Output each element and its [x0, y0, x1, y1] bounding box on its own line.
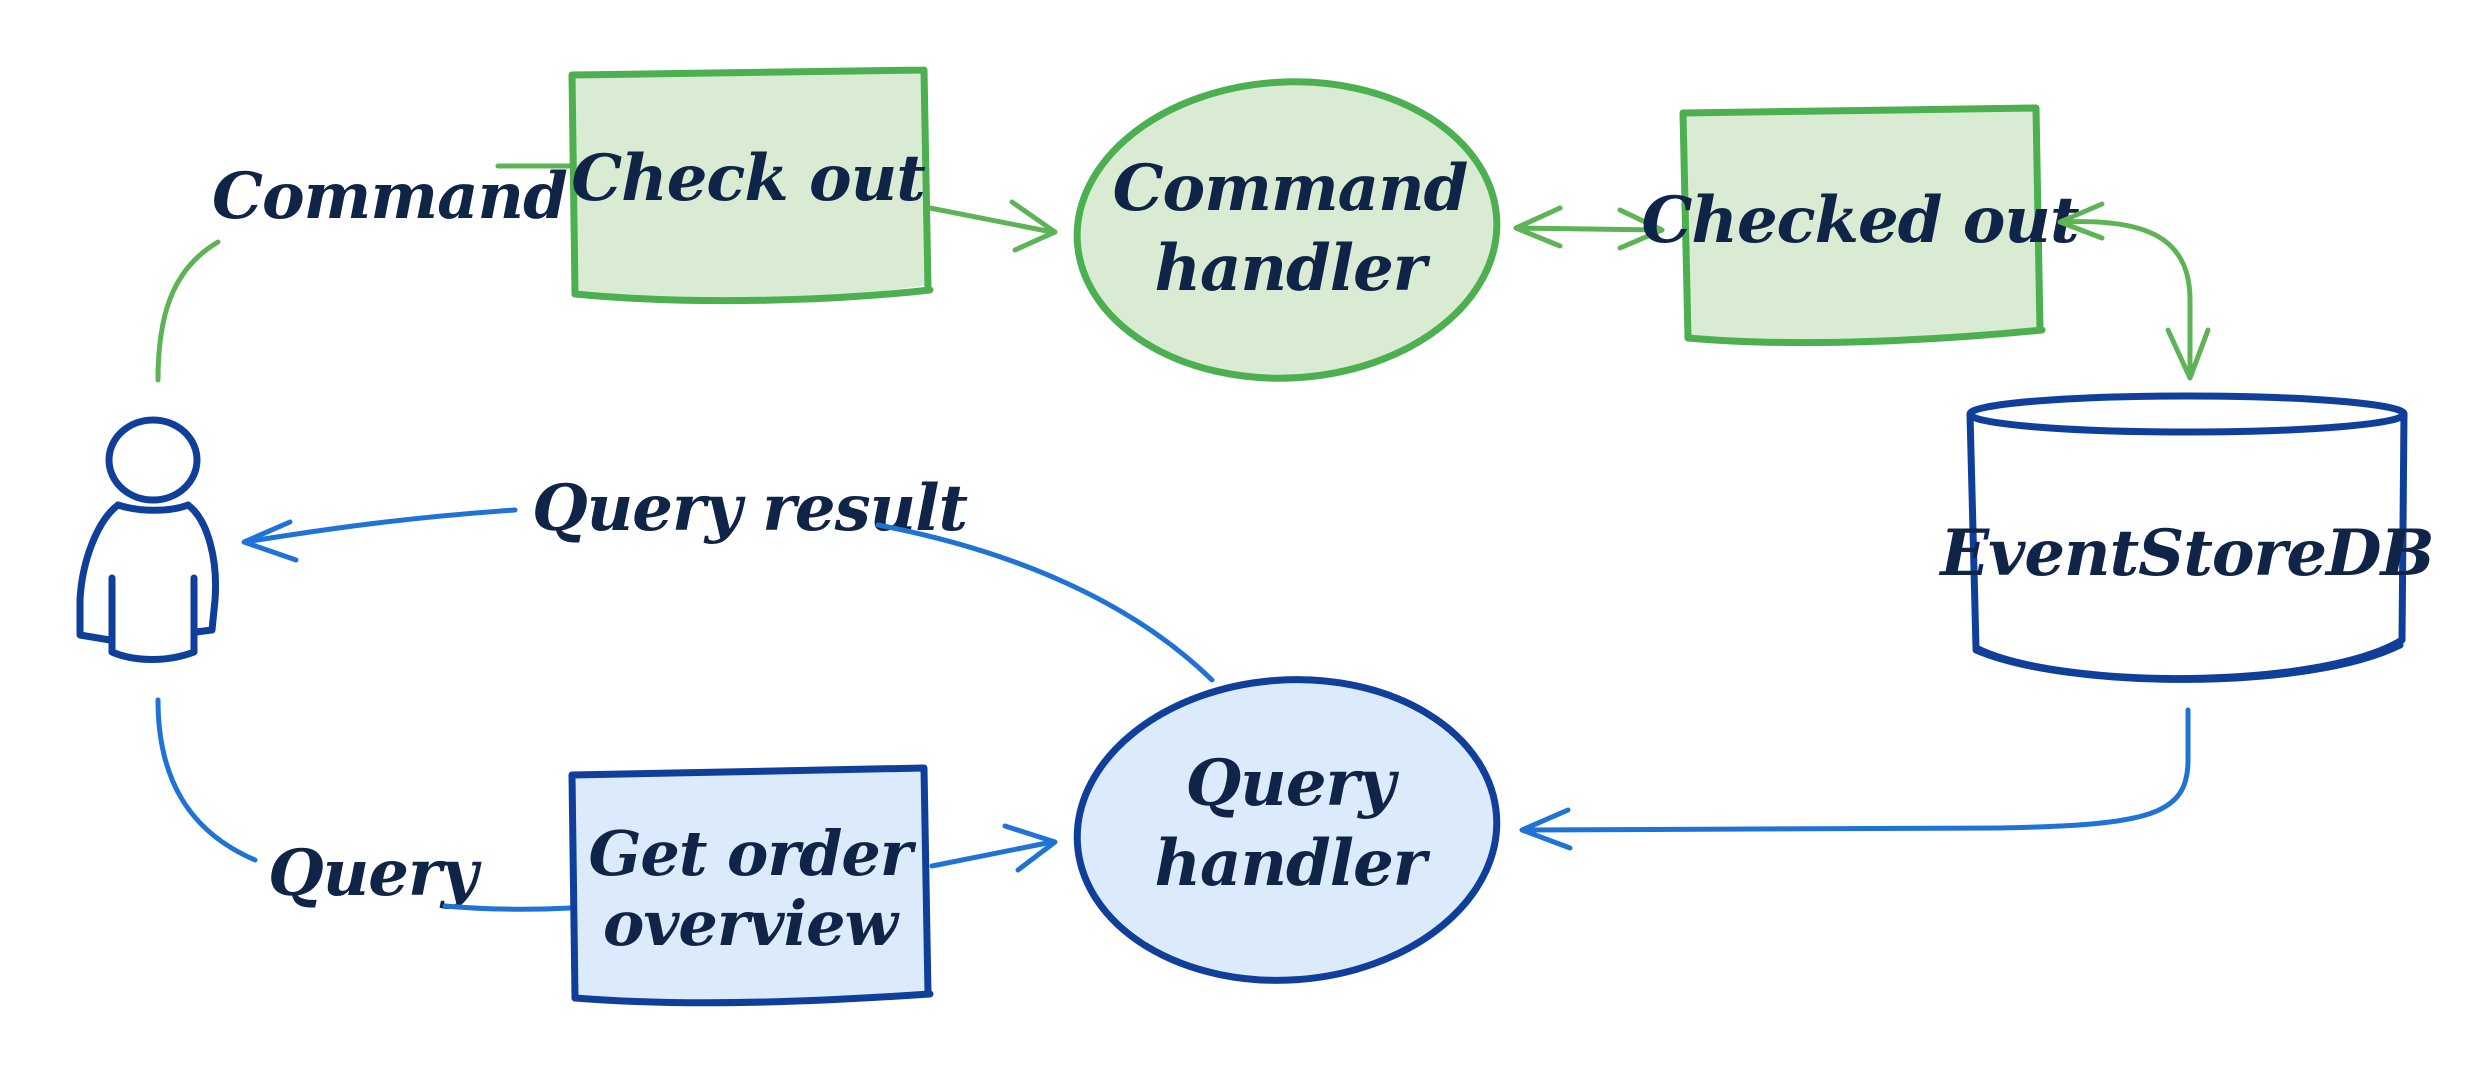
arrowhead-icon	[241, 519, 299, 563]
arrowhead-icon	[1617, 207, 1665, 251]
arrowhead-icon	[2057, 201, 2105, 241]
query-to-getorder-line	[442, 903, 573, 912]
command-handler-line2: handler	[1154, 231, 1430, 306]
arrowhead-icon	[1513, 205, 1563, 249]
user-to-command-line	[155, 239, 221, 383]
query-result-label: Query result	[532, 471, 968, 546]
arrowhead-icon	[1009, 199, 1058, 253]
arrowhead-icon	[1002, 823, 1058, 873]
get-order-overview-box: Get order overview	[568, 764, 934, 1007]
command-handler-ellipse: Command handler	[1073, 78, 1501, 382]
get-order-line1: Get order	[588, 817, 916, 890]
query-handler-line2: handler	[1154, 826, 1430, 901]
command-handler-line1: Command	[1113, 151, 1468, 226]
handler-to-result-line	[875, 522, 1215, 683]
checkedout-to-db-line	[2059, 219, 2193, 375]
check-out-text: Check out	[571, 141, 925, 216]
database-cylinder-icon: EventStoreDB	[1938, 392, 2435, 683]
checkout-to-handler-arrow	[927, 205, 1055, 235]
db-to-query-handler-line	[1522, 707, 2191, 833]
getorder-to-handler-arrow	[929, 839, 1055, 869]
arrowhead-icon	[2165, 327, 2211, 381]
check-out-box: Check out	[568, 66, 934, 305]
get-order-line2: overview	[603, 887, 901, 960]
checked-out-box: Checked out	[1641, 104, 2080, 347]
user-to-query-line	[155, 697, 258, 863]
checked-out-text: Checked out	[1641, 183, 2078, 258]
query-handler-ellipse: Query handler	[1073, 676, 1501, 984]
query-label: Query	[268, 836, 482, 911]
arrowhead-icon	[1519, 807, 1573, 851]
query-result-line	[242, 507, 518, 545]
handler-checkedout-arrow	[1515, 225, 1663, 233]
eventstoredb-text: EventStoreDB	[1938, 516, 2433, 591]
person-icon	[76, 416, 219, 663]
query-handler-line1: Query	[1186, 746, 1400, 821]
command-label: Command	[212, 159, 567, 234]
